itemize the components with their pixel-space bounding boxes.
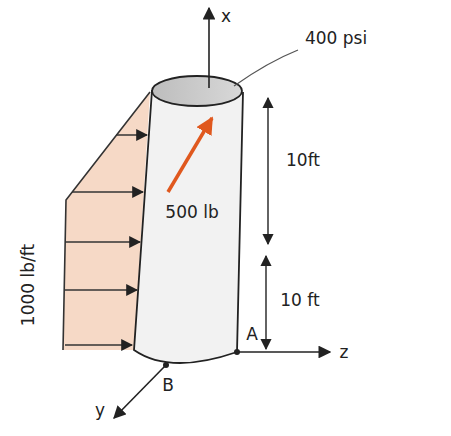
load-arrows [65,135,147,345]
dimension-label: 10 ft [278,291,321,310]
x-axis-stub [208,76,210,88]
cylinder-fill [134,90,243,363]
pressure-label: 400 psi [303,29,369,48]
z-axis [237,351,330,353]
force-arrow [168,118,212,192]
dimension-line [265,256,266,349]
force-label: 500 lb [163,203,220,222]
y-axis [114,365,166,418]
point-label: A [244,325,260,344]
point-label: B [160,376,176,395]
cylinder-outline [134,90,243,363]
x-axis [208,8,210,88]
point-b [163,362,169,368]
dimension-label: 10ft [284,151,322,170]
dimension-line [267,98,268,244]
axis-label: z [338,343,351,362]
axis-label: y [93,401,107,420]
leader-line [234,50,298,86]
cylinder-top [152,76,242,106]
point-a [234,349,240,355]
axis-label: x [219,7,233,26]
load-label: 1000 lb/ft [19,242,38,328]
